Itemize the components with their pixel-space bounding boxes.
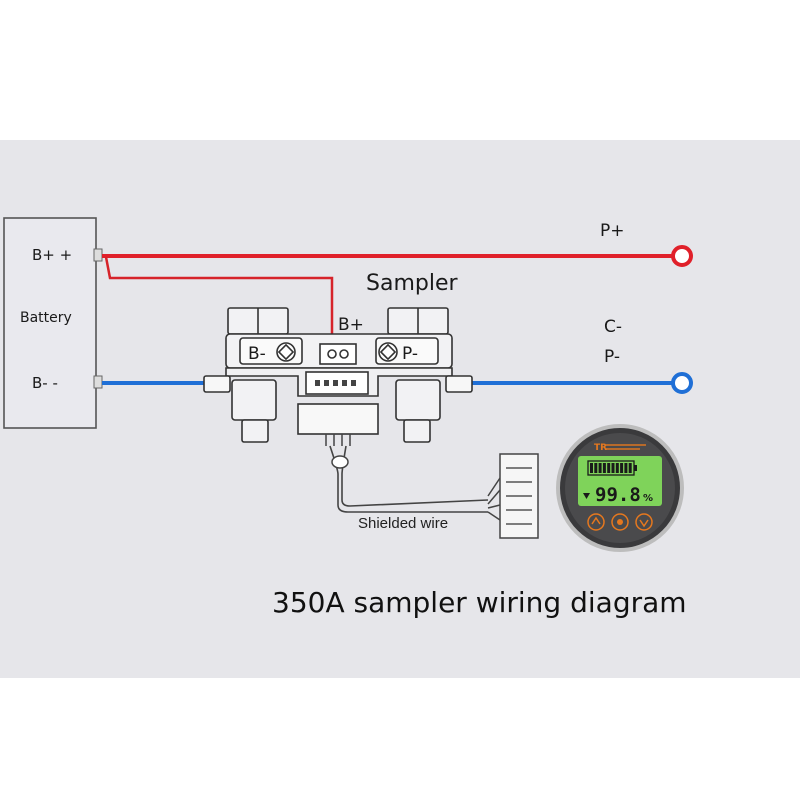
cable-plug — [297, 403, 379, 435]
shielded-wire — [325, 434, 539, 539]
sampler-pminus-label: P- — [402, 344, 418, 364]
p-plus-ring-terminal — [671, 245, 693, 267]
battery-pos-terminal — [93, 248, 103, 262]
lcd-segment — [628, 463, 632, 473]
lcd-segment — [620, 463, 624, 473]
positive-wires — [102, 245, 693, 352]
battery-label: Battery — [20, 310, 72, 326]
p-minus-label: P- — [604, 347, 620, 367]
lcd-down-arrow-icon — [583, 493, 590, 499]
lcd-unit: % — [643, 493, 653, 504]
lcd-segment — [594, 463, 598, 473]
battery-body — [3, 217, 97, 429]
lcd-segment — [611, 463, 615, 473]
p-minus-lug — [445, 375, 473, 393]
sampler-bminus-label: B- — [248, 344, 266, 364]
battery-pos-label: B+ + — [32, 246, 72, 264]
sampler-bplus-label: B+ — [338, 315, 364, 335]
meter-buttons — [587, 513, 653, 531]
battery-meter: TR 99.8 % — [556, 424, 684, 552]
battery-neg-label: B- - — [32, 374, 58, 392]
lcd-reading: 99.8 — [595, 484, 641, 506]
lcd-battery-segments — [590, 463, 632, 473]
b-minus-nut — [231, 379, 277, 421]
sampler — [203, 307, 473, 443]
setting-icon[interactable] — [611, 513, 629, 531]
sampler-title: Sampler — [366, 271, 458, 296]
battery: B+ + Battery B- - — [3, 217, 103, 429]
battery-neg-terminal — [93, 375, 103, 389]
meter-logo: TR — [594, 443, 607, 453]
shielded-wire-label: Shielded wire — [358, 515, 448, 532]
diagram-title: 350A sampler wiring diagram — [272, 586, 687, 619]
lcd-segment — [598, 463, 602, 473]
p-minus-diamond-icon — [378, 342, 398, 362]
b-minus-diamond-icon — [276, 342, 296, 362]
p-minus-nut — [395, 379, 441, 421]
p-minus-ring-terminal — [671, 372, 693, 394]
c-minus-label: C- — [604, 317, 622, 337]
b-minus-lug — [203, 375, 231, 393]
lcd-segment — [615, 463, 619, 473]
bplus-sense-terminal — [319, 343, 357, 365]
lcd-segment — [590, 463, 593, 473]
negative-wires — [102, 372, 693, 394]
p-plus-label: P+ — [600, 221, 625, 241]
lcd-segment — [602, 463, 606, 473]
sampler-bplus-wire — [104, 256, 334, 352]
up-arrow-icon[interactable] — [587, 513, 605, 531]
down-arrow-icon[interactable] — [635, 513, 653, 531]
lcd-segment — [624, 463, 628, 473]
lcd-segment — [607, 463, 611, 473]
